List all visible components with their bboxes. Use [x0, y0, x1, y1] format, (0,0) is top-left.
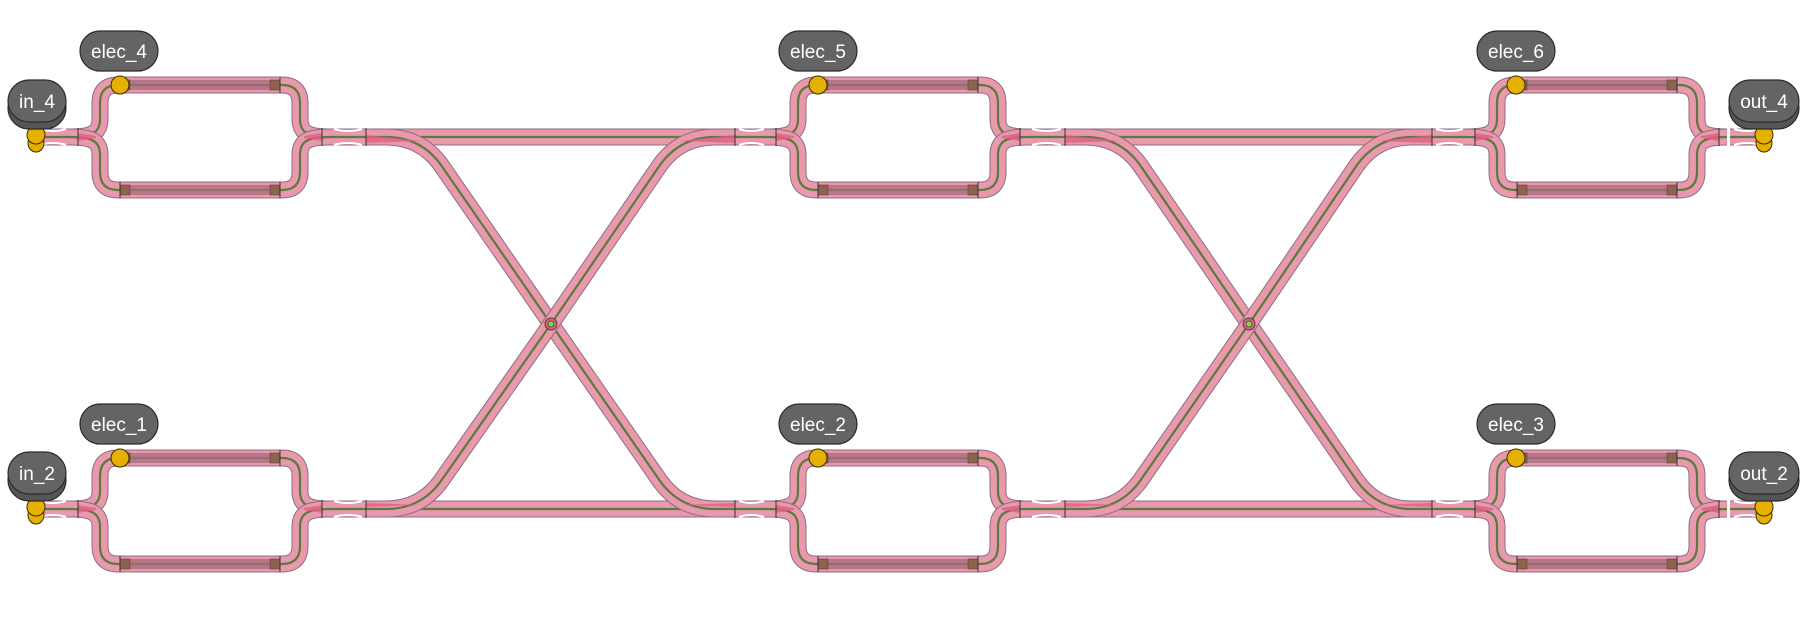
- mzi_top_2-bottom-heater: [817, 182, 979, 198]
- mmi-splitter: [77, 500, 96, 518]
- in_4-port[interactable]: [26, 125, 46, 153]
- mzi_top_1-bottom-heater: [119, 182, 281, 198]
- elec_2-label: elec_2: [778, 403, 858, 445]
- mzi_top_2-lower-arm: [767, 128, 1029, 199]
- elec_6-port[interactable]: [1506, 75, 1526, 95]
- mzi_bot_1-bottom-heater: [119, 556, 281, 572]
- mzi_bot_2-lower-arm: [767, 500, 1029, 573]
- elec_5-label-text: elec_5: [790, 42, 846, 63]
- in_4-label: in_4: [7, 79, 67, 130]
- elec_6-label-text: elec_6: [1488, 42, 1544, 63]
- out_2-port[interactable]: [1754, 497, 1774, 525]
- stage-connector-taper: [738, 128, 765, 146]
- mzi_bot_3-lower-arm: [1466, 500, 1728, 573]
- mmi-splitter: [1474, 128, 1493, 146]
- stage-connector-taper: [333, 500, 363, 518]
- elec_1-port[interactable]: [110, 448, 130, 468]
- mmi-splitter: [1474, 500, 1493, 518]
- stage-connector-taper: [1435, 128, 1464, 146]
- mzi_top_1-upper-arm: [69, 76, 331, 146]
- mzi_bot_3-upper-arm: [1466, 449, 1728, 518]
- crossing-layer: [544, 317, 1256, 331]
- out_4-label-text: out_4: [1740, 92, 1788, 113]
- label-layer: in_4 in_2 out_4 out_2 elec_4 elec_5 elec_6elec…: [7, 30, 1800, 502]
- waveguide-layer: [36, 76, 1764, 573]
- mmi-splitter: [775, 500, 794, 518]
- mzi_bot_1-lower-arm: [69, 500, 331, 573]
- out_4-port[interactable]: [1754, 125, 1774, 153]
- stage-connector-taper: [1031, 128, 1062, 146]
- mmi-splitter: [304, 500, 323, 518]
- mzi_bot_2-bottom-heater: [817, 556, 979, 572]
- elec_1-label: elec_1: [79, 403, 159, 445]
- mmi-splitter: [1701, 500, 1720, 518]
- elec_4-label-text: elec_4: [91, 42, 147, 63]
- elec_1-label-text: elec_1: [91, 415, 147, 436]
- mzi_bot_2-upper-arm: [767, 449, 1029, 518]
- in_2-label-text: in_2: [19, 464, 55, 485]
- elec_4-label: elec_4: [79, 30, 159, 72]
- elec_2-port[interactable]: [808, 448, 828, 468]
- mmi-splitter: [77, 128, 96, 146]
- stage-connector-taper: [333, 128, 363, 146]
- mzi_top_3-bottom-heater: [1516, 182, 1678, 198]
- port-layer: [26, 75, 1774, 525]
- elec_3-label: elec_3: [1476, 403, 1556, 445]
- splitter-layer: [39, 128, 1761, 518]
- stage-connector-taper: [1435, 500, 1464, 518]
- mzi_top_3-upper-arm: [1466, 76, 1728, 146]
- mzi_bot_3-bottom-heater: [1516, 556, 1678, 572]
- elec_6-label: elec_6: [1476, 30, 1556, 72]
- mzi_bot_1-upper-arm: [69, 449, 331, 518]
- elec_2-label-text: elec_2: [790, 415, 846, 436]
- elec_5-port[interactable]: [808, 75, 828, 95]
- in_2-port[interactable]: [26, 497, 46, 525]
- mmi-splitter: [304, 128, 323, 146]
- mmi-splitter: [1002, 128, 1021, 146]
- out_4-label: out_4: [1728, 79, 1800, 130]
- out_2-label: out_2: [1728, 451, 1800, 502]
- in_4-label-text: in_4: [19, 92, 55, 113]
- in_2-label: in_2: [7, 451, 67, 502]
- waveguide-crossing: [1242, 317, 1256, 331]
- stage-connector-taper: [1031, 500, 1062, 518]
- mmi-splitter: [1002, 500, 1021, 518]
- elec_5-label: elec_5: [778, 30, 858, 72]
- elec_3-port[interactable]: [1506, 448, 1526, 468]
- elec_3-label-text: elec_3: [1488, 415, 1544, 436]
- mmi-splitter: [1701, 128, 1720, 146]
- mzi_top_2-upper-arm: [767, 76, 1029, 146]
- mzi_top_1-lower-arm: [69, 128, 331, 199]
- elec_4-port[interactable]: [110, 75, 130, 95]
- stage-connector-taper: [738, 500, 765, 518]
- out_2-label-text: out_2: [1740, 464, 1788, 485]
- mzi_top_3-lower-arm: [1466, 128, 1728, 199]
- mmi-splitter: [775, 128, 794, 146]
- heater-layer: [119, 77, 1678, 572]
- waveguide-crossing: [544, 317, 558, 331]
